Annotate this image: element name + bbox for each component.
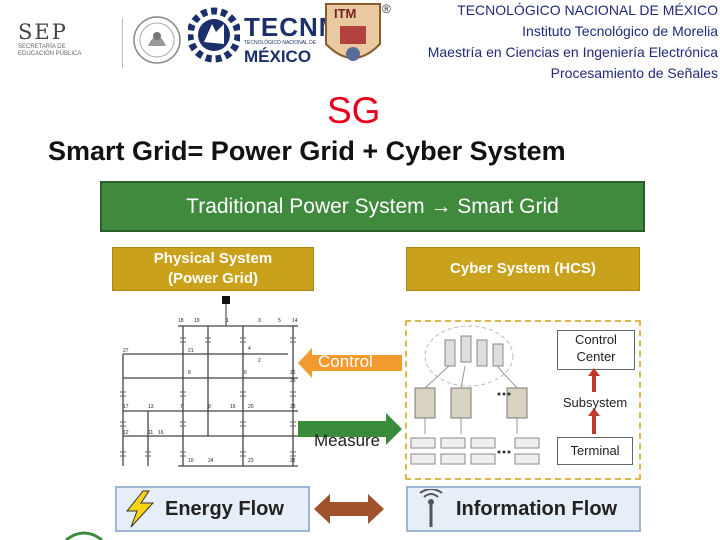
bus-number-label: 18 [178,318,184,324]
slide-short-title: SG [327,90,381,131]
hierarchy-arrows [588,368,600,434]
sep-logo-subtitle-2: EDUCACIÓN PÚBLICA [18,51,82,57]
bus-number-label: 6 [244,370,247,376]
bus-number-label: 28 [290,404,296,410]
antenna-icon [419,489,443,527]
energy-flow-label: Energy Flow [165,497,284,520]
transition-banner-text: Traditional Power System → Smart Grid [186,194,559,218]
control-center-box: Control Center [557,330,635,370]
control-label: Control [318,352,373,371]
footer-logo-icon [65,531,103,540]
bus-number-label: 15 [230,404,236,410]
slide-title: Smart Grid= Power Grid + Cyber System [48,136,566,166]
tecnm-logo-country: MÉXICO [244,47,312,66]
control-center-line2: Center [576,349,616,364]
header-line-institution: TECNOLÓGICO NACIONAL DE MÉXICO [457,2,718,18]
bus-number-label: 21 [188,348,194,354]
header-divider [122,18,123,68]
bus-number-label: 11 [148,430,153,436]
transition-banner: Traditional Power System → Smart Grid [100,181,645,232]
physical-system-box: Physical System (Power Grid) [112,247,314,291]
header-line-course: Procesamiento de Señales [550,65,718,81]
header-line-program: Maestría en Ciencias en Ingeniería Elect… [427,44,718,60]
subsystem-label: Subsystem [562,395,628,410]
sep-logo-subtitle-1: SECRETARÍA DE [18,44,66,50]
bus-number-label: 8 [188,370,191,376]
control-center-line1: Control [575,332,617,347]
physical-system-line1: Physical System [153,250,273,267]
bidirectional-arrow [314,494,384,524]
bus-number-label: 27 [123,348,129,354]
bus-number-label: 25 [290,378,296,384]
bus-number-label: 20 [248,404,254,410]
header-text: TECNOLÓGICO NACIONAL DE MÉXICO Instituto… [428,0,718,84]
bus-number-label: 4 [248,346,251,352]
sep-logo: SEP SECRETARÍA DE EDUCACIÓN PÚBLICA [18,20,106,66]
information-flow-label: Information Flow [456,497,618,520]
mexico-seal-icon [133,16,181,64]
itm-logo-word: ITM [334,6,357,21]
bus-number-label: 10 [188,458,194,464]
bus-number-label: 1 [226,318,229,324]
cyber-system-label: Cyber System (HCS) [450,260,596,277]
bus-number-label: 12 [123,430,129,436]
bus-number-label: 7 [180,404,183,410]
bus-number-label: 5 [278,318,281,324]
cyber-system-box: Cyber System (HCS) [406,247,640,291]
energy-flow-box: Energy Flow [115,486,310,532]
measure-arrow [298,413,402,445]
measure-label: Measure [314,431,381,450]
bus-number-label: 16 [158,430,164,436]
terminal-box: Terminal [557,437,633,465]
tecnm-gear-icon [186,7,242,63]
tecnm-logo: TECNM TECNOLÓGICO NACIONAL DE MÉXICO [186,2,340,70]
bus-number-label: 2 [258,358,261,364]
tecnm-logo-word: TECNM [244,12,342,42]
bus-number-label: 14 [292,318,298,324]
tecnm-logo-sub: TECNOLÓGICO NACIONAL DE [244,40,317,46]
bus-number-label: 23 [248,458,254,464]
terminal-label: Terminal [570,443,620,458]
bus-number-label: 19 [194,318,200,324]
lightning-icon [125,490,155,528]
bus-number-label: 24 [208,458,214,464]
header-line-institute: Instituto Tecnológico de Morelia [522,23,718,39]
bus-number-label: 3 [258,318,261,324]
bus-number-label: 9 [208,404,211,410]
itm-logo: ITM ® [320,0,392,72]
information-flow-box: Information Flow [406,486,641,532]
bus-number-label: 17 [123,404,129,410]
bus-number-label: 22 [290,458,296,464]
cyber-system-region [405,320,641,480]
cyber-network-diagram [410,325,540,465]
control-arrow [298,348,402,378]
bus-number-label: 26 [290,370,296,376]
bus-number-label: 13 [148,404,154,410]
sep-logo-word: SEP [18,20,68,44]
itm-logo-mark: ® [382,2,391,16]
physical-system-line2: (Power Grid) [167,270,258,287]
itm-shield-icon [325,3,381,61]
